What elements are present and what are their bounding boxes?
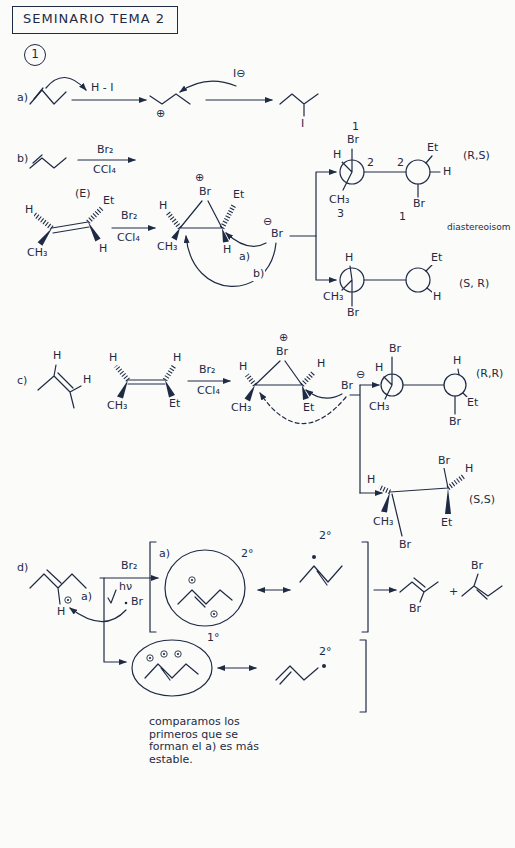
atom-label: H: [464, 463, 474, 476]
atom-label: Et: [430, 252, 443, 265]
carbon-number: 1°: [206, 632, 221, 645]
plus-sign: +: [448, 586, 459, 599]
atom-label: H: [108, 352, 118, 365]
atom-label: Et: [466, 397, 479, 410]
atom-label: CH₃: [106, 400, 128, 413]
section-number-text: 1: [31, 48, 39, 62]
carbon-number: 2°: [240, 548, 255, 561]
charge-sign: ⊕: [194, 172, 205, 185]
stereo-descriptor: (R,R): [475, 368, 504, 381]
atom-label: Br: [437, 455, 451, 468]
atom-label: Et: [440, 517, 453, 530]
part-letter: d): [16, 562, 29, 575]
atom-label: CH₃: [230, 402, 252, 415]
atom-label: H: [238, 361, 248, 374]
atom-label: Br: [130, 596, 144, 609]
atom-label: H: [82, 374, 92, 387]
atom-label: H: [366, 474, 376, 487]
part-letter: a): [80, 591, 93, 604]
atom-label: CH₃: [328, 194, 350, 207]
atom-label: I: [300, 118, 305, 131]
atom-label: H: [52, 350, 62, 363]
atom-label: Br: [412, 198, 426, 211]
carbon-number: 1: [398, 211, 407, 224]
atom-label: H: [316, 358, 326, 371]
atom-label: H: [56, 606, 66, 619]
atom-label: Br: [448, 416, 462, 429]
atom-label: Br: [340, 380, 354, 393]
atom-label: Br: [198, 186, 212, 199]
atom-label: Br₂: [198, 364, 216, 377]
atom-label: Br: [346, 134, 360, 147]
title-box: SEMINARIO TEMA 2: [12, 6, 178, 34]
atom-label: CH₃: [26, 247, 48, 260]
part-letter: a): [16, 92, 29, 105]
carbon-number: 3: [336, 208, 345, 221]
charge-sign: ⊖: [355, 369, 366, 382]
atom-label: H: [432, 291, 442, 304]
stereo-descriptor: (E): [74, 188, 92, 201]
atom-label: CH₃: [322, 291, 344, 304]
atom-label: H: [172, 352, 182, 365]
atom-label: CH₃: [372, 516, 394, 529]
atom-label: Et: [302, 402, 315, 415]
atom-label: hν: [118, 581, 133, 594]
part-letter: a): [158, 548, 171, 561]
atom-label: diastereoisom: [446, 222, 512, 232]
atom-label: Br: [470, 560, 484, 573]
stereo-descriptor: (S,S): [468, 494, 496, 507]
title-text: SEMINARIO TEMA 2: [23, 12, 167, 27]
charge-sign: ⊕: [155, 108, 166, 121]
atom-label: H: [374, 362, 384, 375]
atom-label: Br: [275, 346, 289, 359]
atom-label: Br₂: [120, 560, 138, 573]
atom-label: H: [98, 243, 108, 256]
carbon-number: 2: [396, 157, 405, 170]
atom-label: Et: [426, 142, 439, 155]
atom-label: H: [332, 149, 342, 162]
atom-label: Et: [168, 398, 181, 411]
part-letter: a): [238, 251, 251, 264]
atom-label: Br: [388, 343, 402, 356]
charge-sign: ⊕: [278, 332, 289, 345]
part-letter: b): [252, 268, 265, 281]
atom-label: H: [452, 355, 462, 368]
stereo-descriptor: (R,S): [462, 150, 491, 163]
stereo-descriptor: (S, R): [458, 278, 490, 291]
atom-label: CCl₄: [92, 164, 117, 177]
atom-label: CH₃: [368, 401, 390, 414]
atom-label: H: [442, 166, 452, 179]
atom-label: CCl₄: [116, 232, 141, 245]
atom-label: Br₂: [96, 144, 114, 157]
atom-label: H: [222, 244, 232, 257]
section-number: 1: [24, 44, 46, 66]
atom-label: H: [24, 204, 34, 217]
carbon-number: 1: [351, 121, 360, 134]
carbon-number: 2°: [318, 646, 333, 659]
handwritten-note: comparamos los primeros que se forman el…: [148, 716, 262, 767]
part-letter: c): [16, 375, 28, 388]
atom-label: CCl₄: [196, 385, 221, 398]
atom-label: H - I: [90, 82, 114, 95]
atom-label: H: [158, 200, 168, 213]
atom-label: Et: [232, 189, 245, 202]
charge-sign: ⊖: [262, 216, 273, 229]
atom-label: Br: [408, 603, 422, 616]
atom-label: I⊖: [232, 68, 246, 81]
atom-label: Br: [270, 228, 284, 241]
atom-label: Br: [346, 307, 360, 320]
atom-label: H: [344, 252, 354, 265]
atom-label: Br₂: [120, 210, 138, 223]
atom-label: Et: [102, 195, 115, 208]
part-letter: b): [16, 153, 29, 166]
carbon-number: 2°: [318, 530, 333, 543]
atom-label: CH₃: [156, 241, 178, 254]
atom-label: Br: [398, 539, 412, 552]
carbon-number: 2: [366, 157, 375, 170]
